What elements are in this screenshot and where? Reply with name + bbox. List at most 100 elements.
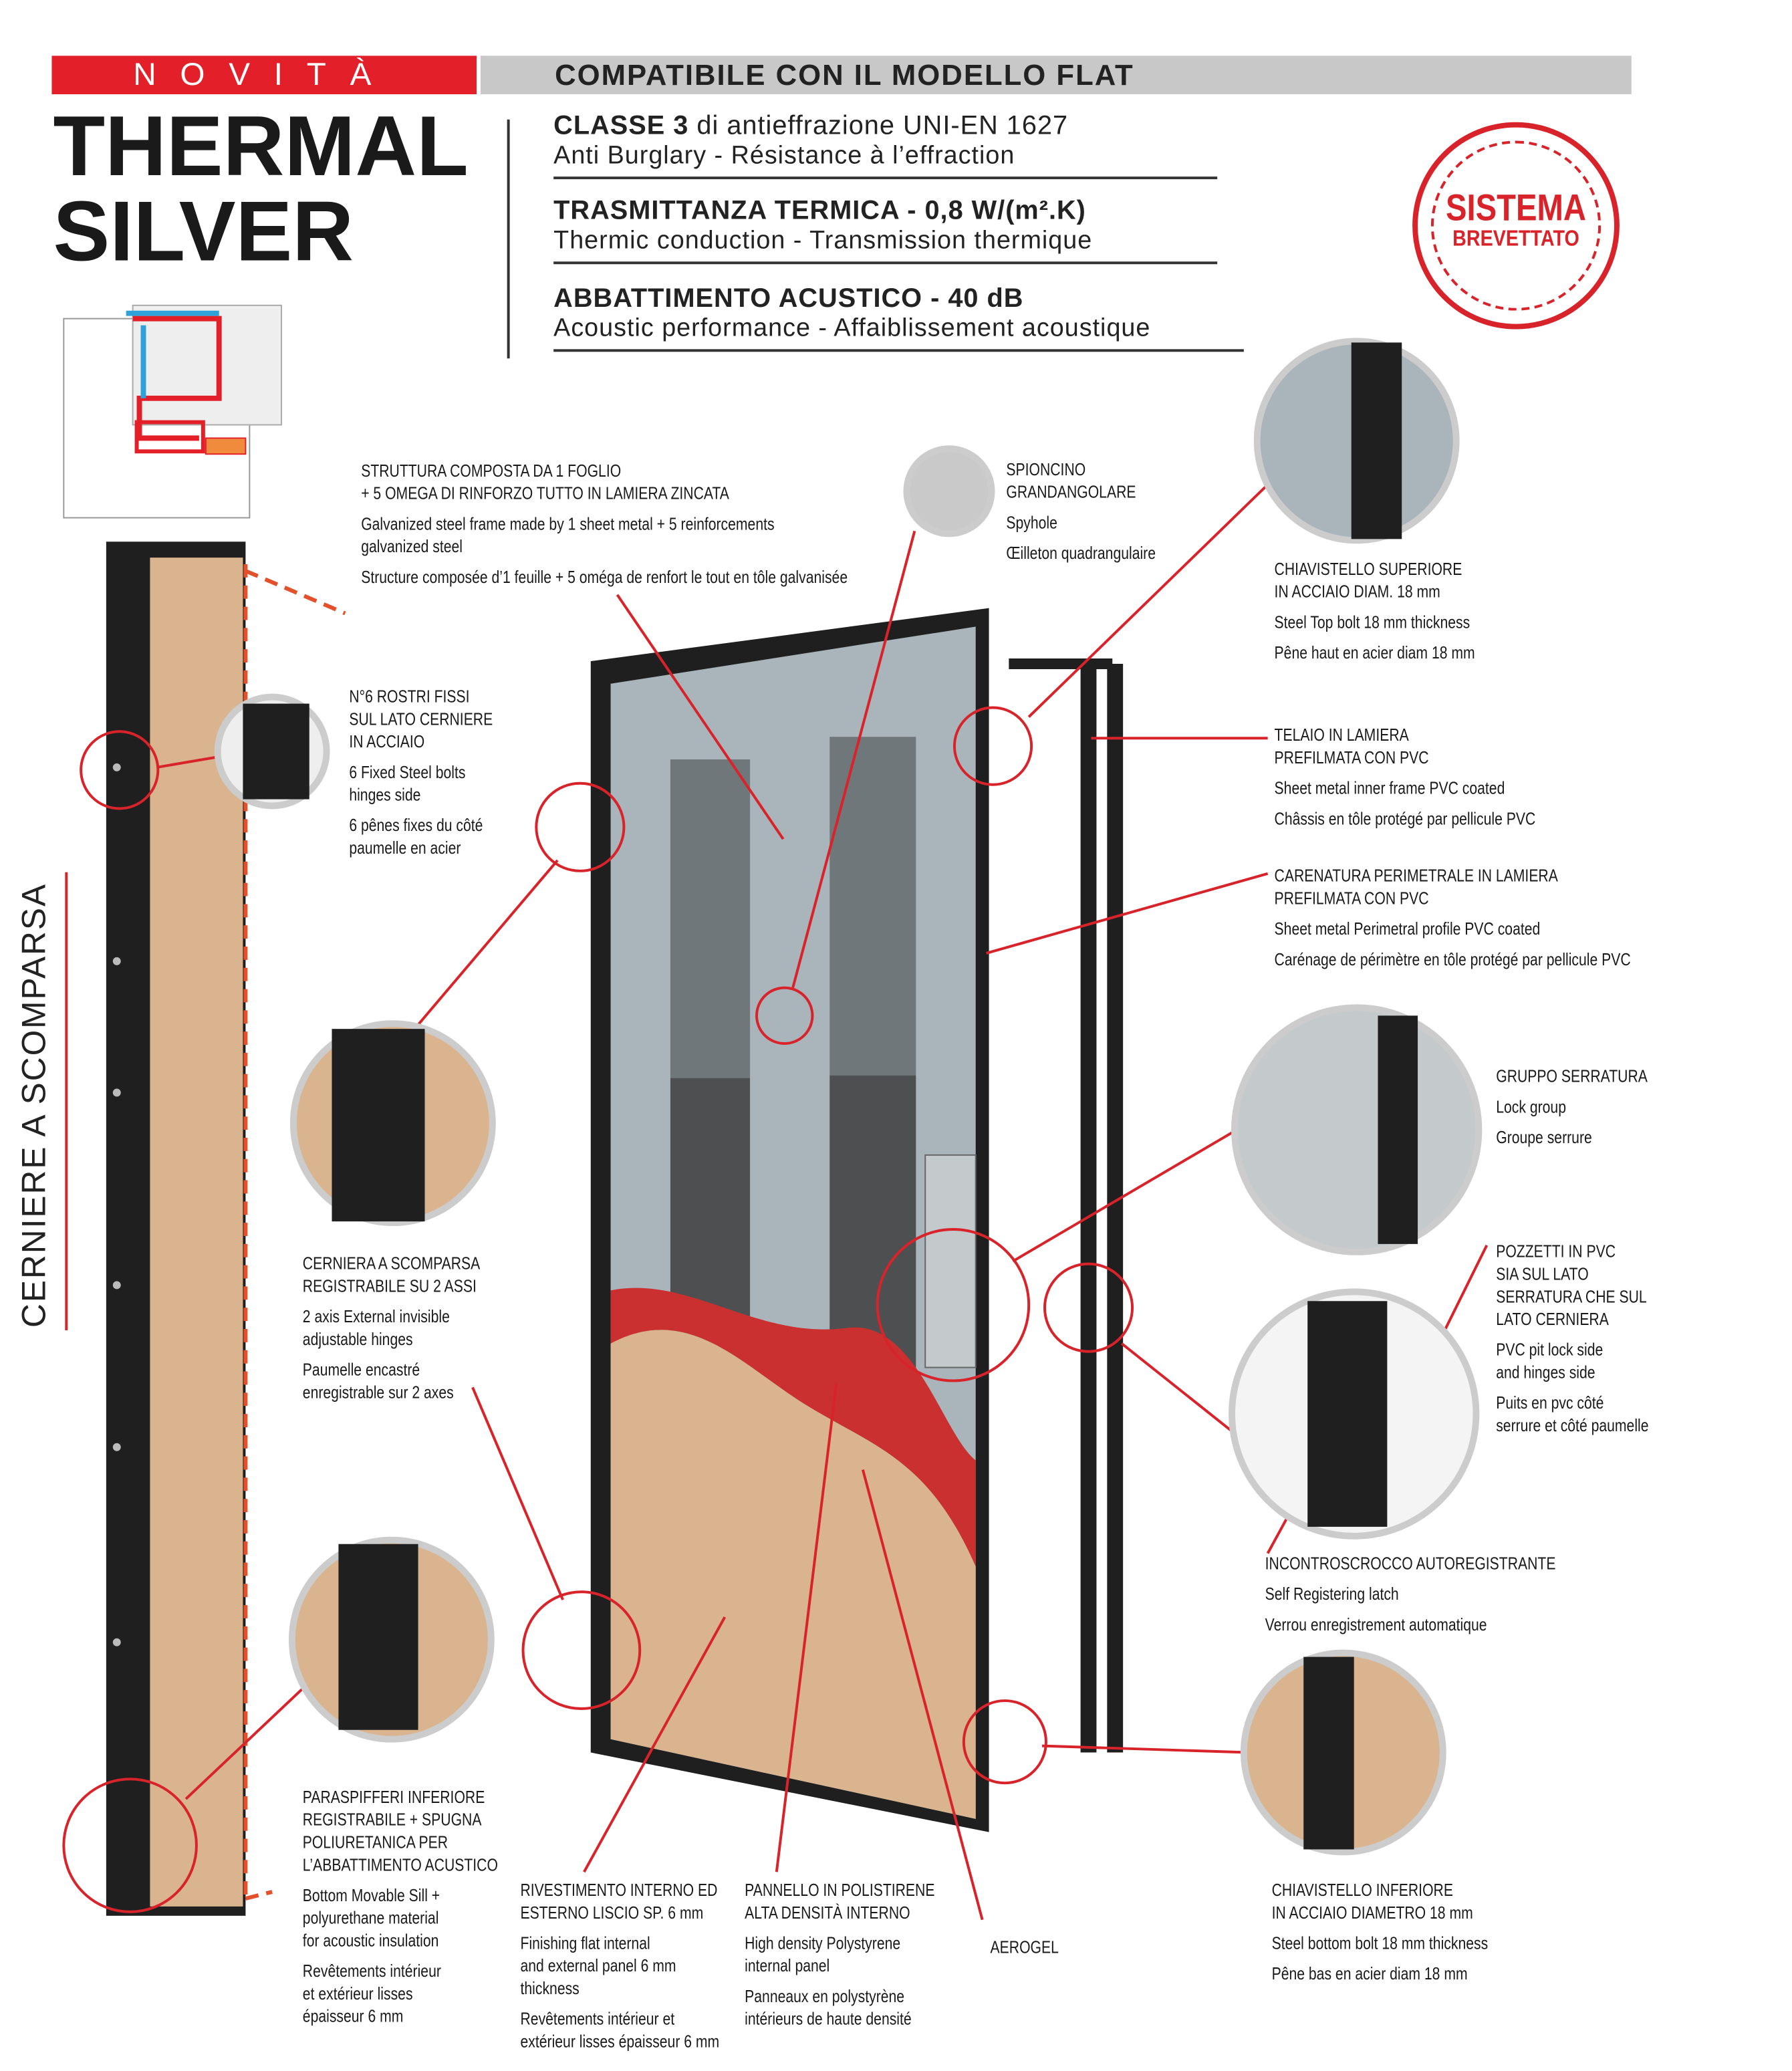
label-it: CHIAVISTELLO INFERIORE: [1271, 1880, 1453, 1900]
label-en: Steel bottom bolt 18 mm thickness: [1271, 1933, 1489, 1953]
label-en: Galvanized steel frame made by 1 sheet m…: [361, 513, 775, 534]
label-fr: Groupe serrure: [1496, 1127, 1592, 1147]
stamp-line-1: SISTEMA: [1445, 187, 1587, 229]
label-it: RIVESTIMENTO INTERNO ED: [520, 1880, 718, 1900]
label-en: galvanized steel: [361, 536, 463, 557]
label-en: Bottom Movable Sill +: [302, 1885, 440, 1905]
label-fr: intérieurs de haute densité: [745, 2008, 912, 2029]
title-line-1: THERMAL: [53, 98, 469, 194]
label-fr: enregistrable sur 2 axes: [302, 1382, 454, 1403]
label-it: INCONTROSCROCCO AUTOREGISTRANTE: [1265, 1553, 1556, 1574]
label-fr: Carénage de périmètre en tôle protégé pa…: [1274, 949, 1631, 969]
label-en: polyurethane material: [302, 1907, 439, 1928]
label-fr: Panneaux en polystyrène: [745, 1986, 905, 2006]
label-it: ALTA DENSITÀ INTERNO: [745, 1902, 910, 1923]
label-fr: Châssis en tôle protégé par pellicule PV…: [1274, 808, 1536, 829]
callout-serratura: GRUPPO SERRATURA Lock group Groupe serru…: [1496, 1065, 1648, 1156]
label-it: POLIURETANICA PER: [302, 1832, 449, 1852]
label-en: and external panel 6 mm: [520, 1955, 676, 1976]
spec-thermal: TRASMITTANZA TERMICA - 0,8 W/(m².K)Therm…: [553, 196, 1218, 265]
label-en: Finishing flat internal: [520, 1933, 650, 1953]
label-it: REGISTRABILE SU 2 ASSI: [302, 1275, 477, 1296]
label-en: Lock group: [1496, 1096, 1566, 1117]
label-it: SIA SUL LATO: [1496, 1263, 1589, 1284]
label-en: and hinges side: [1496, 1362, 1595, 1382]
door-frame: [1080, 663, 1124, 1753]
label-fr: Verrou enregistrement automatique: [1265, 1614, 1487, 1634]
label-en: internal panel: [745, 1955, 830, 1976]
label-it: IN ACCIAIO DIAM. 18 mm: [1274, 581, 1440, 602]
label-it: PANNELLO IN POLISTIRENE: [745, 1880, 935, 1900]
label-it: TELAIO IN LAMIERA: [1274, 725, 1409, 745]
label-fr: 6 pênes fixes du côté: [349, 815, 483, 836]
label-it: POZZETTI IN PVC: [1496, 1241, 1616, 1261]
label-it: GRANDANGOLARE: [1006, 481, 1136, 502]
label-en: hinges side: [349, 784, 421, 805]
label-en: Self Registering latch: [1265, 1584, 1399, 1604]
spec-title-rest: di antieffrazione UNI-EN 1627: [688, 111, 1069, 141]
label-it: PREFILMATA CON PVC: [1274, 747, 1429, 767]
label-it: STRUTTURA COMPOSTA DA 1 FOGLIO: [361, 461, 622, 481]
label-fr: épaisseur 6 mm: [302, 2005, 404, 2026]
label-it: SPIONCINO: [1006, 459, 1086, 479]
compat-banner: COMPATIBILE CON IL MODELLO FLAT: [480, 55, 1632, 95]
label-fr: Revêtements intérieur et: [520, 2008, 675, 2029]
callout-incontroscrocco: INCONTROSCROCCO AUTOREGISTRANTE Self Reg…: [1265, 1552, 1556, 1644]
label-it: PARASPIFFERI INFERIORE: [302, 1787, 485, 1807]
spec-title: CLASSE 3: [553, 111, 689, 141]
label-it: GRUPPO SERRATURA: [1496, 1066, 1648, 1086]
label-en: thickness: [520, 1978, 580, 1998]
label-fr: extérieur lisses épaisseur 6 mm: [520, 2031, 720, 2052]
label-fr: Pêne bas en acier diam 18 mm: [1271, 1963, 1468, 1984]
label-fr: Pêne haut en acier diam 18 mm: [1274, 642, 1475, 663]
label-en: adjustable hinges: [302, 1328, 413, 1349]
label-it: SUL LATO CERNIERE: [349, 709, 493, 729]
label-en: Sheet metal Perimetral profile PVC coate…: [1274, 919, 1541, 939]
callout-markers: [62, 706, 1134, 1913]
label-it: ESTERNO LISCIO SP. 6 mm: [520, 1902, 704, 1923]
novita-banner: NOVITÀ: [51, 55, 477, 95]
spec-title: TRASMITTANZA TERMICA - 0,8 W/(m².K): [553, 196, 1086, 226]
label-en: 6 Fixed Steel bolts: [349, 761, 466, 782]
label-it: IN ACCIAIO DIAMETRO 18 mm: [1271, 1902, 1473, 1923]
profile-section-diagram: [63, 304, 283, 519]
spec-sub: Thermic conduction - Transmission thermi…: [553, 227, 1093, 255]
label-fr: Revêtements intérieur: [302, 1961, 441, 1981]
label-it: + 5 OMEGA DI RINFORZO TUTTO IN LAMIERA Z…: [361, 483, 729, 503]
leader-lines: [156, 483, 1489, 1921]
label-en: for acoustic insulation: [302, 1930, 439, 1951]
label-it: CHIAVISTELLO SUPERIORE: [1274, 559, 1462, 579]
main-door: [590, 608, 989, 1832]
label-it: LATO CERNIERA: [1496, 1309, 1609, 1329]
stamp-line-2: BREVETTATO: [1452, 225, 1579, 251]
callout-struttura: STRUTTURA COMPOSTA DA 1 FOGLIO+ 5 OMEGA …: [361, 459, 848, 596]
spec-sub: Anti Burglary - Résistance à l’effractio…: [553, 142, 1015, 170]
spec-sub: Acoustic performance - Affaiblissement a…: [553, 314, 1151, 343]
label-fr: Œilleton quadrangulaire: [1006, 543, 1156, 564]
label-fr: paumelle en acier: [349, 838, 461, 858]
label-it: REGISTRABILE + SPUGNA: [302, 1809, 482, 1830]
label-it: CARENATURA PERIMETRALE IN LAMIERA: [1274, 865, 1558, 886]
label-it: PREFILMATA CON PVC: [1274, 888, 1429, 908]
label-en: 2 axis External invisible: [302, 1306, 450, 1327]
patent-stamp: SISTEMA BREVETTATO: [1412, 122, 1620, 330]
label-en: Sheet metal inner frame PVC coated: [1274, 777, 1505, 798]
title-line-2: SILVER: [53, 183, 354, 279]
label-it: CERNIERA A SCOMPARSA: [302, 1253, 481, 1273]
callout-aerogel: AEROGEL: [991, 1936, 1059, 1967]
label-fr: Puits en pvc côté: [1496, 1392, 1604, 1413]
label-en: High density Polystyrene: [745, 1933, 901, 1953]
